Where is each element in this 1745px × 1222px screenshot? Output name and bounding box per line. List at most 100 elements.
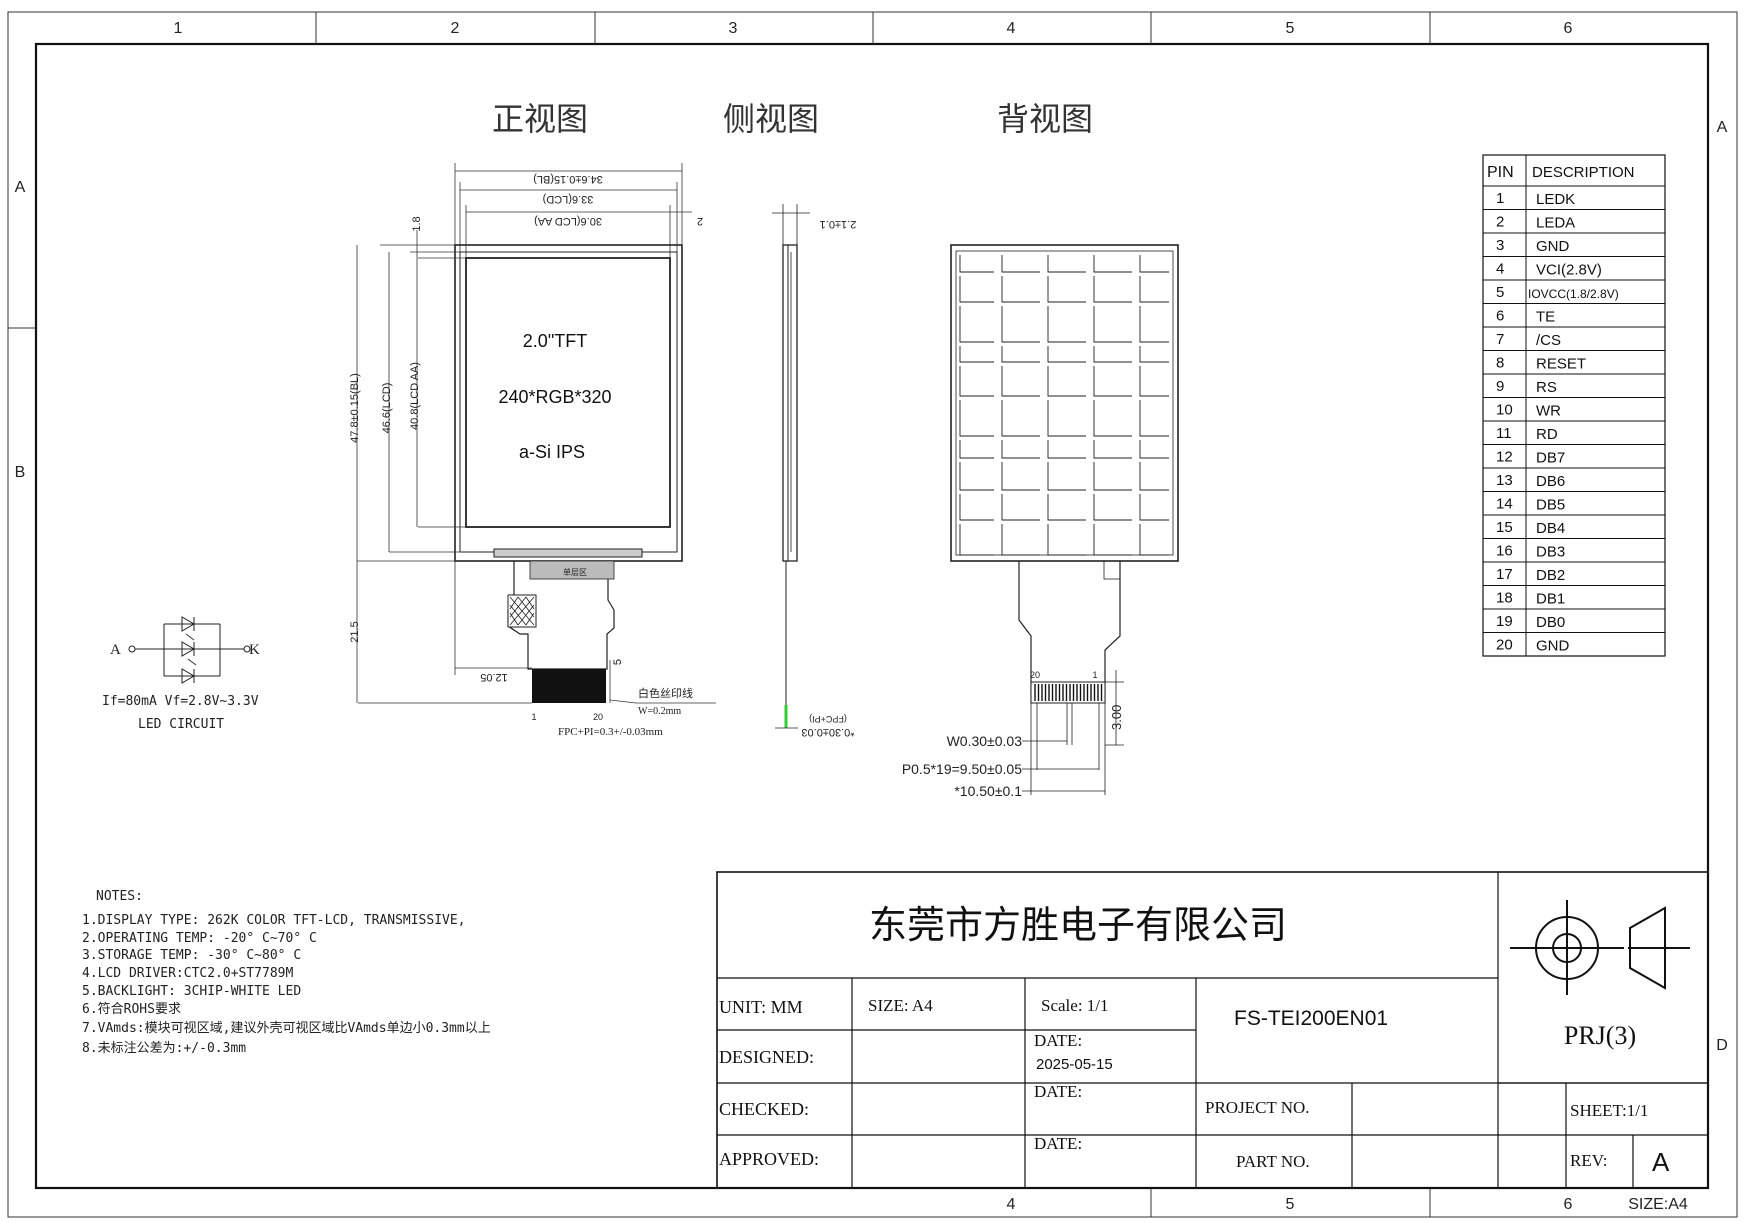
- led-diode-3: [181, 668, 195, 684]
- back-grid-cell: [1047, 276, 1086, 303]
- notes-title: NOTES:: [96, 889, 143, 904]
- back-view-title: 背视图: [997, 101, 1093, 137]
- panel-resolution-text: 240*RGB*320: [498, 387, 611, 407]
- back-grid-cell: [1139, 524, 1169, 556]
- fpc-gold-fingers: [532, 669, 606, 703]
- back-grid-cell: [1001, 366, 1040, 397]
- back-dim-width: W0.30±0.03: [947, 733, 1023, 749]
- zone-col-6-bottom: 6: [1564, 1196, 1573, 1213]
- back-grid-cell: [1093, 346, 1132, 363]
- pin-number: 6: [1496, 308, 1504, 325]
- note-item: 8.未标注公差为:+/-0.3mm: [82, 1041, 246, 1056]
- back-grid-cell: [1001, 255, 1040, 273]
- checked-date-label: DATE:: [1034, 1082, 1082, 1101]
- back-grid-cell: [1047, 346, 1086, 363]
- back-grid-cell: [1093, 276, 1132, 303]
- pin-description: RESET: [1536, 356, 1586, 373]
- projection-symbol: [1510, 900, 1690, 995]
- back-fpc-outline: [1018, 561, 1121, 703]
- back-grid-cell: [1139, 462, 1169, 491]
- pin-number: 4: [1496, 261, 1504, 278]
- back-grid-cell: [1047, 366, 1086, 397]
- pin-description: DB4: [1536, 520, 1565, 537]
- fpc-single-layer-label: 单层区: [563, 567, 587, 577]
- note-item: 2.OPERATING TEMP: -20° C~70° C: [82, 931, 317, 946]
- note-item: 7.VAmds:模块可视区域,建议外壳可视区域比VAmds单边小0.3mm以上: [82, 1021, 491, 1036]
- company-name: 东莞市方胜电子有限公司: [869, 905, 1287, 947]
- designed-date-label: DATE:: [1034, 1031, 1082, 1050]
- zone-col-6: 6: [1564, 20, 1573, 37]
- back-grid-cell: [1093, 366, 1132, 397]
- unit-label: UNIT: MM: [719, 997, 803, 1017]
- zone-col-4: 4: [1007, 20, 1016, 37]
- led-anode-label: A: [110, 642, 121, 658]
- pin-number: 20: [1496, 637, 1513, 654]
- zone-col-5-bottom: 5: [1286, 1196, 1295, 1213]
- back-grid-cell: [1047, 494, 1086, 521]
- pin-number: 3: [1496, 237, 1504, 254]
- note-item: 5.BACKLIGHT: 3CHIP-WHITE LED: [82, 984, 301, 999]
- back-grid-cell: [959, 400, 994, 437]
- back-grid-cell: [1139, 440, 1169, 459]
- dim-lcd-height: 46.6(LCD): [381, 383, 393, 434]
- pin-description: DB7: [1536, 450, 1565, 467]
- dim-tail-length: 21.5: [349, 621, 361, 642]
- zone-col-1: 1: [174, 20, 183, 37]
- pin-description: GND: [1536, 638, 1570, 655]
- fpc-single-layer: [529, 560, 615, 580]
- led-cathode-label: K: [249, 642, 260, 658]
- pin-description: DB0: [1536, 614, 1565, 631]
- zone-dividers: [8, 12, 1431, 1217]
- pin-description: IOVCC(1.8/2.8V): [1528, 287, 1619, 301]
- back-grid-cell: [1139, 494, 1169, 521]
- note-item: 4.LCD DRIVER:CTC2.0+ST7789M: [82, 966, 293, 981]
- rev-value: A: [1652, 1147, 1670, 1177]
- pin-description: RD: [1536, 426, 1558, 443]
- back-grid-cell: [1093, 462, 1132, 491]
- scale-label: Scale: 1/1: [1041, 996, 1109, 1015]
- back-grid-cell: [1139, 366, 1169, 397]
- dim-lcd-width: 33.6(LCD): [543, 193, 594, 205]
- dim-finger-length: 5: [612, 659, 624, 665]
- approved-label: APPROVED:: [719, 1149, 819, 1169]
- front-view: [454, 244, 683, 703]
- back-grid-cell: [1047, 306, 1086, 343]
- note-item: 1.DISPLAY TYPE: 262K COLOR TFT-LCD, TRAN…: [82, 913, 466, 928]
- back-grid-cell: [1047, 440, 1086, 459]
- back-pin-first: 20: [1030, 670, 1040, 680]
- outer-border: [7, 11, 1738, 1218]
- zone-row-a-left: A: [15, 179, 26, 196]
- pin-number: 8: [1496, 355, 1504, 372]
- fpc-thickness-note: FPC+PI=0.3+/-0.03mm: [558, 726, 663, 738]
- sheet-size-label: SIZE:A4: [1628, 1196, 1688, 1213]
- back-grid-cell: [1001, 276, 1040, 303]
- back-grid: [959, 255, 1169, 556]
- pin-number: 7: [1496, 331, 1504, 348]
- front-view-title: 正视图: [492, 101, 588, 137]
- fpc-bond-strip: [493, 548, 643, 558]
- zone-col-5: 5: [1286, 20, 1295, 37]
- pin-description: DB2: [1536, 567, 1565, 584]
- fpc-hatch: [509, 596, 535, 626]
- pin-number: 13: [1496, 472, 1513, 489]
- pin-description: GND: [1536, 238, 1570, 255]
- back-grid-cell: [1139, 255, 1169, 273]
- back-grid-cell: [1047, 400, 1086, 437]
- back-grid-cell: [959, 306, 994, 343]
- sheet-label: SHEET:1/1: [1570, 1101, 1648, 1120]
- pin-description: DB1: [1536, 591, 1565, 608]
- inner-border: [34, 42, 1710, 1190]
- pin-description: LEDA: [1536, 215, 1575, 232]
- fpc-pin-first: 1: [531, 712, 536, 722]
- side-module-profile: [782, 244, 798, 562]
- pin-number: 11: [1496, 425, 1512, 442]
- back-grid-cell: [1093, 524, 1132, 556]
- pin-number: 17: [1496, 566, 1513, 583]
- back-dim-finger-length: 3.00: [1109, 705, 1124, 730]
- pin-number: 18: [1496, 590, 1513, 607]
- side-fpc-thickness: *0.30±0.03: [801, 726, 854, 738]
- back-grid-cell: [1001, 524, 1040, 556]
- back-grid-cell: [1139, 306, 1169, 343]
- back-grid-cell: [1001, 440, 1040, 459]
- pin-description: TE: [1536, 309, 1555, 326]
